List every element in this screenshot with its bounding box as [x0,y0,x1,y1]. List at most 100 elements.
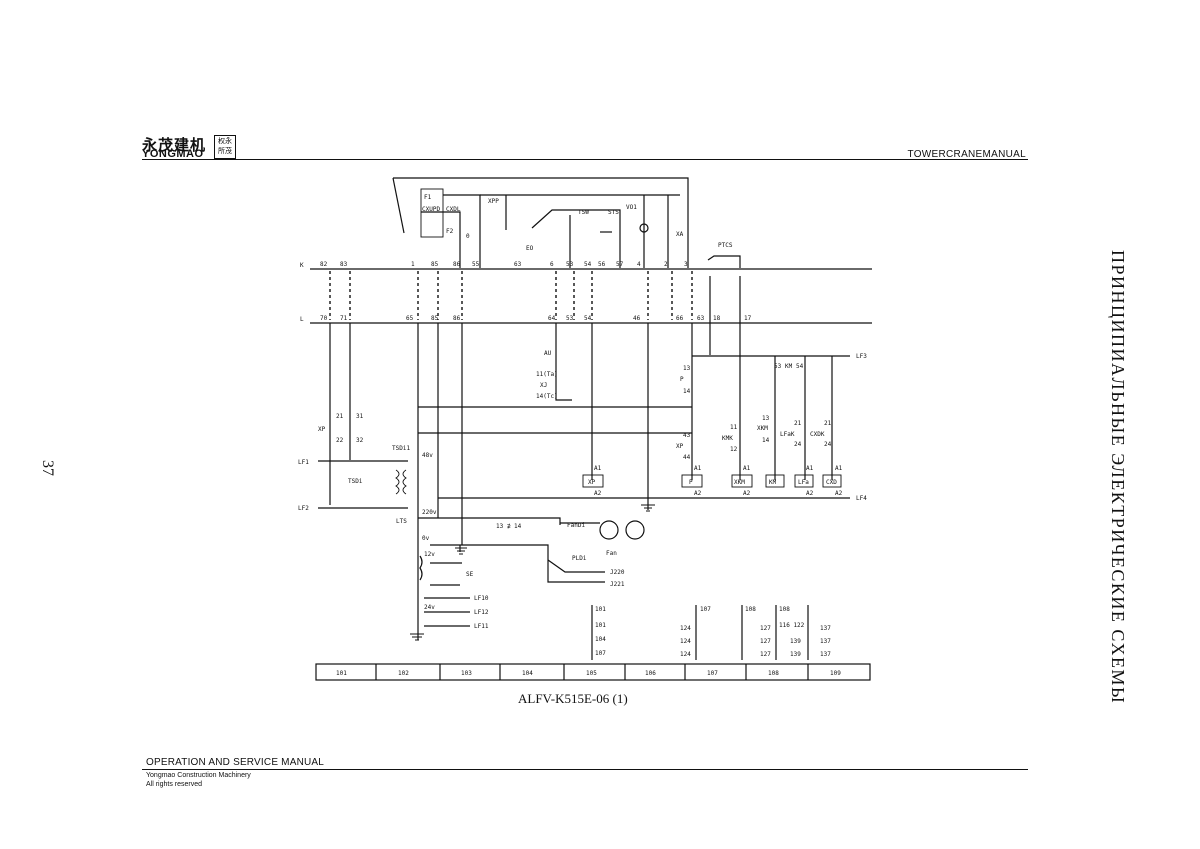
fan-label: Fan [606,550,617,557]
xref-108b-2: 139 [790,638,801,645]
a1-lfa: A1 [806,465,814,472]
v220-label: 220v [422,509,437,516]
terminal-53-l: 53 [566,315,574,322]
terminal-57: 57 [616,261,624,268]
xp2-contact-label: XP [676,443,684,450]
terminal-70: 70 [320,315,328,322]
xp-label: XP [318,426,326,433]
xref-105-1: 101 [595,622,606,629]
xref-108b-1: 116 122 [779,622,805,629]
terminal-66: 66 [676,315,684,322]
v48-label: 48v [422,452,433,459]
a2-p: A2 [694,490,702,497]
xp-pin-21: 21 [336,413,344,420]
xref-108b-0: 108 [779,606,790,613]
terminal-2: 2 [664,261,668,268]
xp-pin-31: 31 [356,413,364,420]
zero-label: 0 [466,233,470,240]
xref-107-3: 124 [680,651,691,658]
terminal-86-l: 86 [453,315,461,322]
km-coil-label: KM [769,479,777,486]
cxdk-pin-21: 21 [824,420,832,427]
header-divider [142,159,1028,160]
xa-label: XA [676,231,684,238]
au-label: AU [544,350,552,357]
xp2-pin-44: 44 [683,454,691,461]
km-contact-label: KM [785,363,793,370]
vo1-label: VO1 [626,204,637,211]
lf10-label: LF10 [474,595,489,602]
column-102: 102 [398,670,409,677]
xpp-label: XPP [488,198,499,205]
terminal-18: 18 [713,315,721,322]
a1-cxd: A1 [835,465,843,472]
footer-company: Yongmao Construction Machinery [146,772,251,779]
a1-xp: A1 [594,465,602,472]
xref-108b-3: 139 [790,651,801,658]
kmk-label: KMK [722,435,733,442]
xref-107-2: 124 [680,638,691,645]
se-label: SE [466,571,474,578]
lfak-pin-24: 24 [794,441,802,448]
xref-109-2: 137 [820,651,831,658]
xref-108a-0: 108 [745,606,756,613]
xj-top-pin: 11(Ta) [536,371,558,378]
column-107: 107 [707,670,718,677]
footer-manual-name: OPERATION AND SERVICE MANUAL [146,757,325,768]
p-contact-label: P [680,376,684,383]
cxdk-pin-24: 24 [824,441,832,448]
cxupd-label: CXUPD [422,206,440,213]
a1-p: A1 [694,465,702,472]
sts-label: STS [608,209,619,216]
p-pin-13: 13 [683,365,691,372]
tsdi1-label: TSDi1 [392,445,410,452]
tsw-label: TSW [578,209,589,216]
j220-label: J220 [610,569,625,576]
terminal-4: 4 [637,261,641,268]
terminal-17: 17 [744,315,752,322]
ptcs-label: PTCS [718,242,733,249]
diagram-caption: ALFV-K515E-06 (1) [518,691,628,706]
f1-label: F1 [424,194,432,201]
a2-xkm: A2 [743,490,751,497]
logo-chinese: 永茂建机 [142,136,207,154]
lf4-label: LF4 [856,495,867,502]
pldi-label: PLDi [572,555,587,562]
v12-label: 12v [424,551,435,558]
terminal-86: 86 [453,261,461,268]
terminal-65: 65 [406,315,414,322]
terminal-54: 54 [584,261,592,268]
xref-109-0: 137 [820,625,831,632]
terminal-82: 82 [320,261,328,268]
footer-divider [142,769,1028,770]
manual-title: TOWERCRANEMANUAL [907,149,1026,160]
terminal-63-l: 63 [697,315,705,322]
terminal-71: 71 [340,315,348,322]
lfak-pin-21: 21 [794,420,802,427]
xref-108a-1: 127 [760,625,771,632]
xj-bottom-pin: 14(Tc) [536,393,558,400]
kmk-pin-12: 12 [730,446,738,453]
column-106: 106 [645,670,656,677]
terminal-55: 55 [472,261,480,268]
xkm-coil-label: XKM [734,479,745,486]
column-108: 108 [768,670,779,677]
xref-109-1: 137 [820,638,831,645]
p-pin-14: 14 [683,388,691,395]
xkm-pin-14: 14 [762,437,770,444]
xref-105-3: 107 [595,650,606,657]
lf1-label: LF1 [298,459,309,466]
column-109: 109 [830,670,841,677]
xkm-pin-13: 13 [762,415,770,422]
cxd-coil-label: CXD [826,479,837,486]
kmk-pin-11: 11 [730,424,738,431]
column-105: 105 [586,670,597,677]
cxdk-label: CXDK [810,431,825,438]
column-103: 103 [461,670,472,677]
xref-107-0: 107 [700,606,711,613]
lf11-label: LF11 [474,623,489,630]
j221-label: J221 [610,581,625,588]
bus-l-label: L [300,316,304,323]
terminal-6: 6 [550,261,554,268]
xj-label: XJ [540,382,547,389]
